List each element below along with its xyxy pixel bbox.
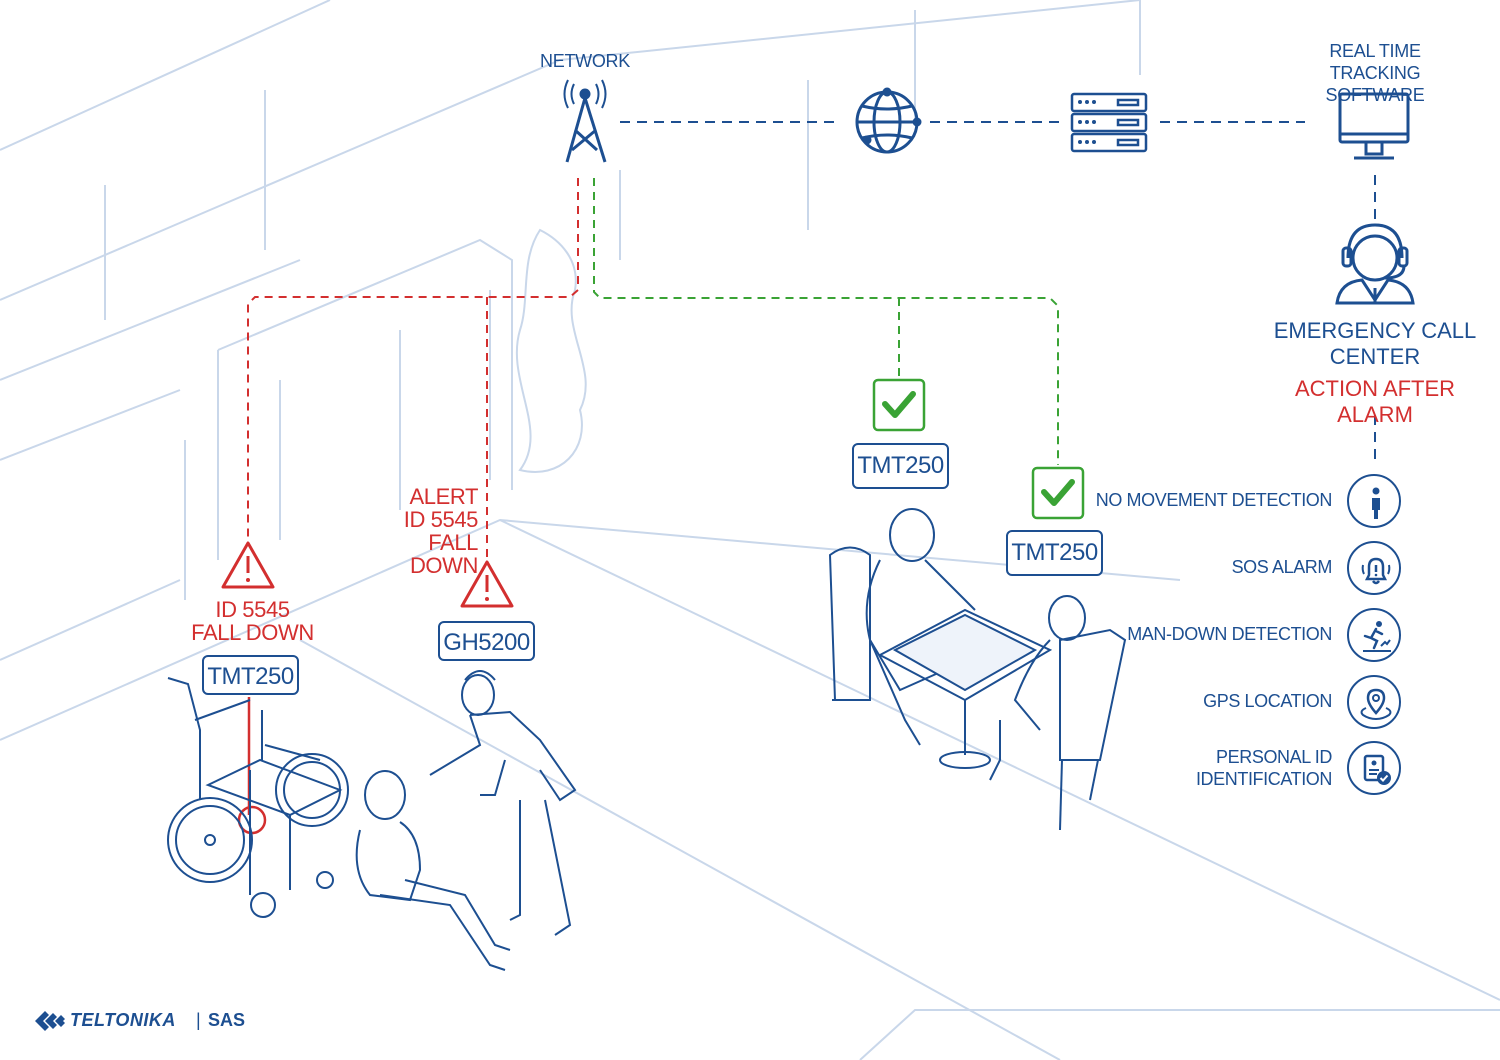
feature-label: NO MOVEMENT DETECTION <box>1080 489 1333 511</box>
software-label: REAL TIME TRACKING SOFTWARE <box>1285 40 1465 106</box>
ok-check-icon <box>872 378 926 432</box>
wheelchair-alert-text: ID 5545 FALL DOWN <box>190 598 315 644</box>
feature-label-line1: NO MOVEMENT DETECTION <box>1095 490 1333 510</box>
feature-label-line1: PERSONAL ID <box>1216 747 1332 767</box>
nurse-illustration <box>429 670 577 936</box>
brand-separator: | <box>196 1010 201 1030</box>
nurse-alert-text: ALERT ID 5545 FALL DOWN <box>360 484 479 578</box>
ok-links <box>593 178 1059 465</box>
software-label-line1: REAL TIME TRACKING <box>1329 41 1421 83</box>
falling-person-icon <box>1347 608 1401 662</box>
wheelchair-alert-line2: FALL DOWN <box>191 620 314 645</box>
warning-icon <box>221 541 275 589</box>
call-center-action: ACTION AFTER ALARM <box>1294 376 1456 427</box>
network-links <box>620 121 1376 465</box>
globe-icon <box>855 87 922 154</box>
feature-label: PERSONAL ID IDENTIFICATION <box>1080 746 1332 790</box>
brand-name: TELTONIKA <box>70 1010 176 1030</box>
wheelchair-device-badge: TMT250 <box>202 655 299 695</box>
feature-label: MAN-DOWN DETECTION <box>1080 623 1332 645</box>
brand-product: SAS <box>208 1010 246 1030</box>
wheelchair-alert-line1: ID 5545 <box>215 597 290 622</box>
alarm-bell-icon <box>1347 541 1401 595</box>
nurse-alert-line1: ALERT <box>409 484 478 509</box>
feature-label-line1: SOS ALARM <box>1231 557 1333 577</box>
nurse-alert-line2: ID 5545 <box>403 507 479 532</box>
network-label: NETWORK <box>540 51 630 71</box>
seated-man-illustration <box>355 770 511 971</box>
teltonika-logo-icon <box>35 1011 65 1031</box>
nurse-device-badge: GH5200 <box>438 621 535 661</box>
feature-label-line1: MAN-DOWN DETECTION <box>1127 624 1332 644</box>
wheelchair-illustration <box>167 677 349 918</box>
operator-icon <box>1335 223 1415 305</box>
monitor-icon <box>1338 92 1410 160</box>
tower-icon <box>563 79 607 163</box>
feature-label-line1: GPS LOCATION <box>1203 691 1332 711</box>
id-card-icon <box>1347 741 1401 795</box>
ok-check-icon <box>1031 466 1085 520</box>
chess-child-device-badge: TMT250 <box>1006 530 1103 576</box>
person-standing-icon <box>1347 474 1401 528</box>
location-pin-icon <box>1347 675 1401 729</box>
chess-scene-illustration <box>828 508 1127 831</box>
feature-label: SOS ALARM <box>1080 556 1333 578</box>
alert-links <box>247 178 579 560</box>
call-center-label-line2: CENTER <box>1329 344 1421 369</box>
chess-man-device-badge: TMT250 <box>852 443 949 489</box>
server-icon <box>1070 92 1148 153</box>
nurse-alert-line3: FALL DOWN <box>409 530 478 578</box>
warning-icon <box>460 560 514 608</box>
software-label-line2: SOFTWARE <box>1325 85 1425 105</box>
feature-label-line2: IDENTIFICATION <box>1195 769 1332 789</box>
call-center-label: EMERGENCY CALL CENTER <box>1270 318 1480 370</box>
call-center-label-line1: EMERGENCY CALL <box>1273 318 1477 343</box>
feature-label: GPS LOCATION <box>1080 690 1332 712</box>
